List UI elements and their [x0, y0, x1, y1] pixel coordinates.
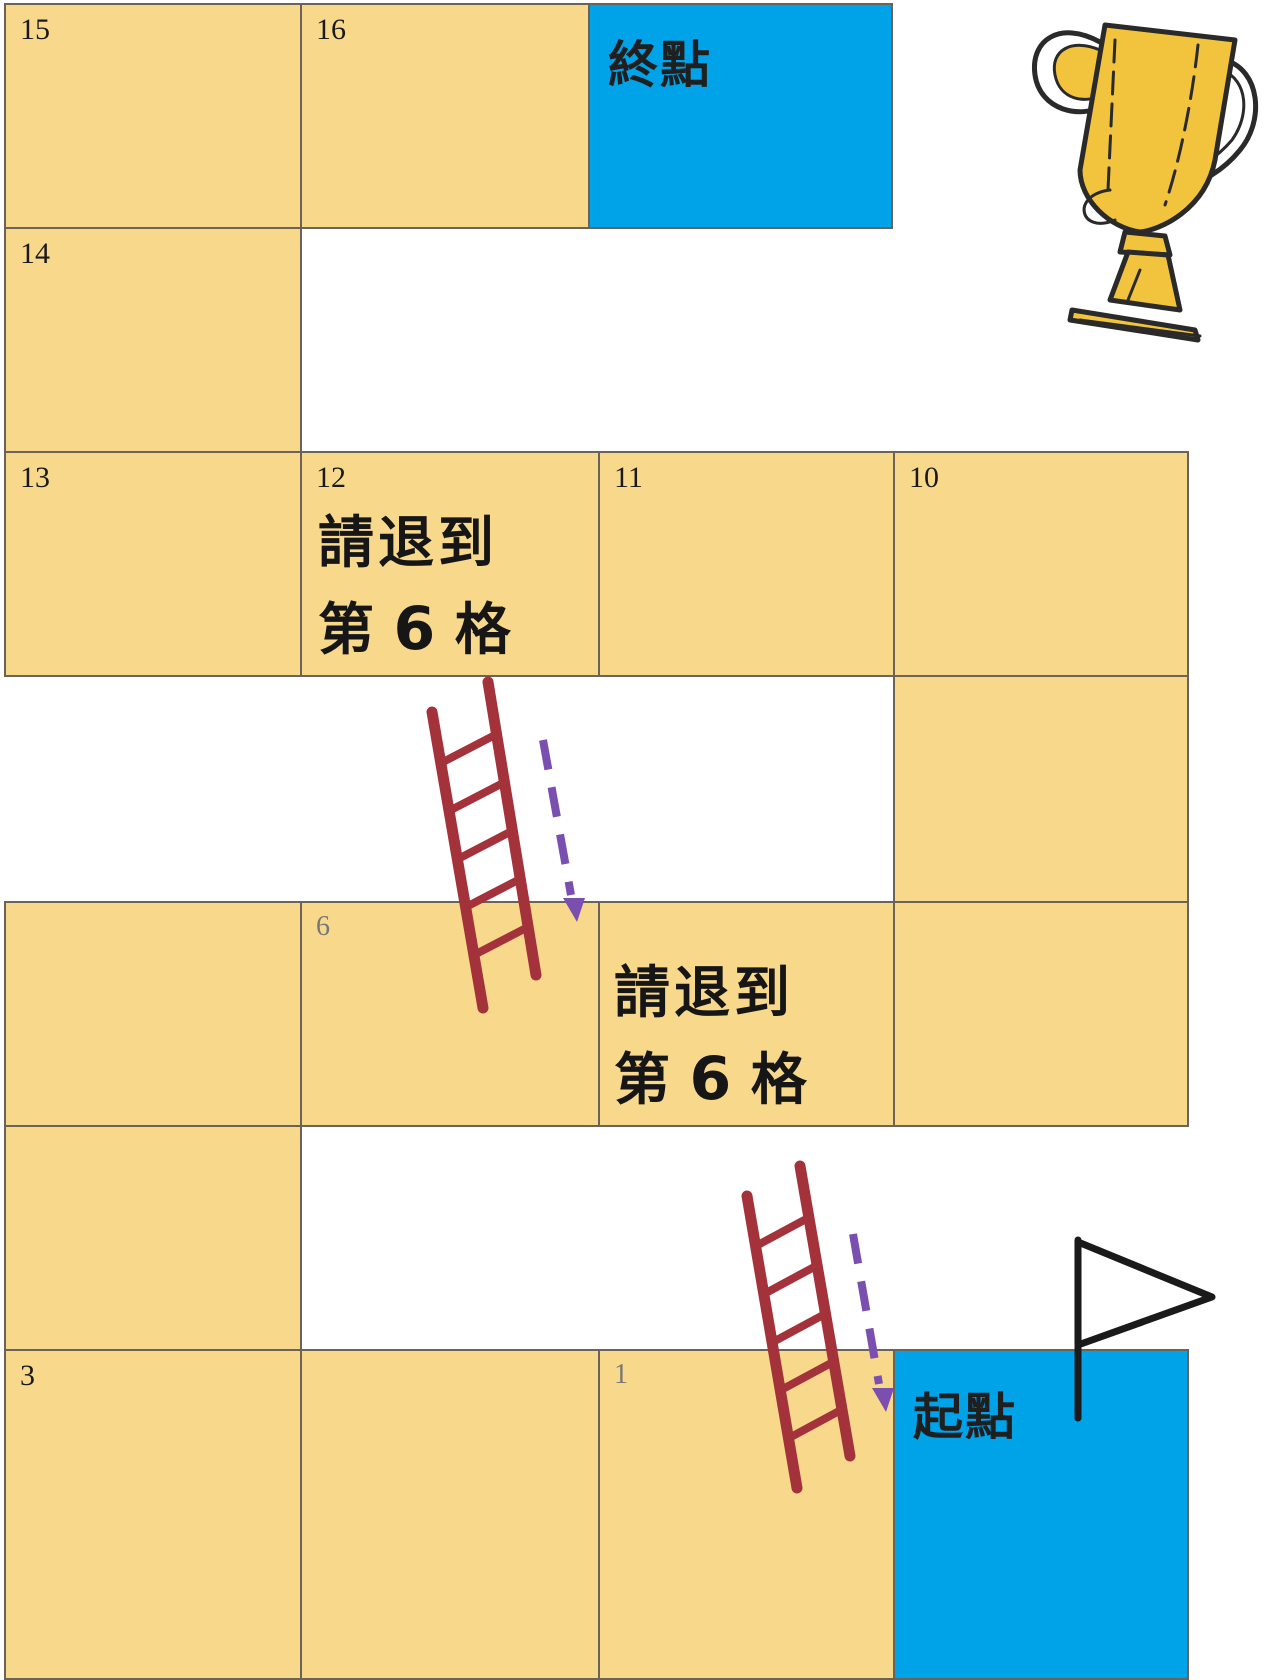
- finish-square: 終點: [588, 3, 893, 229]
- penalty-target-number: 6: [689, 1044, 732, 1114]
- penalty-prefix: 第: [318, 597, 374, 663]
- finish-label: 終點: [608, 35, 712, 94]
- square-16: 16: [300, 3, 590, 229]
- square-11: 11: [598, 451, 895, 677]
- square-number: 1: [614, 1359, 628, 1390]
- square-8: [893, 901, 1189, 1127]
- ladder-icon: [741, 1160, 856, 1494]
- penalty-text: 請退到: [614, 960, 794, 1026]
- square-number: 14: [20, 237, 50, 270]
- trophy-icon: [1031, 22, 1259, 343]
- square-10: 10: [893, 451, 1189, 677]
- penalty-text: 請退到: [318, 510, 498, 576]
- ladder-icon: [426, 676, 542, 1014]
- square-number: 6: [316, 911, 330, 942]
- penalty-suffix: 格: [750, 1047, 807, 1113]
- dashed-arrow-down-icon: [539, 739, 585, 922]
- penalty-instruction-square-12: 請退到 第 6 格: [318, 515, 511, 659]
- square-7: [598, 901, 895, 1127]
- flag-icon: [1074, 1236, 1216, 1422]
- square-3: 3: [4, 1349, 302, 1680]
- square-number: 11: [614, 461, 643, 494]
- square-14: 14: [4, 227, 302, 453]
- penalty-suffix: 格: [454, 597, 511, 663]
- square-number: 12: [316, 461, 346, 494]
- square-4: [4, 1125, 302, 1351]
- square-5: [4, 901, 302, 1127]
- square-number: 10: [909, 461, 939, 494]
- square-2: [300, 1349, 600, 1680]
- penalty-target-number: 6: [393, 594, 436, 664]
- start-label: 起點: [913, 1387, 1017, 1446]
- square-12: 12: [300, 451, 600, 677]
- dashed-arrow-down-icon: [849, 1233, 894, 1412]
- square-number: 15: [20, 13, 50, 46]
- square-13: 13: [4, 451, 302, 677]
- square-number: 3: [20, 1359, 35, 1392]
- square-number: 16: [316, 13, 346, 46]
- penalty-prefix: 第: [614, 1047, 670, 1113]
- square-9: [893, 675, 1189, 903]
- square-6: 6: [300, 901, 600, 1127]
- penalty-instruction-square-7: 請退到 第 6 格: [614, 965, 807, 1109]
- start-square: 起點: [893, 1349, 1189, 1680]
- square-number: 13: [20, 461, 50, 494]
- square-15: 15: [4, 3, 302, 229]
- penalty-target: 第 6 格: [318, 599, 511, 659]
- penalty-target: 第 6 格: [614, 1049, 807, 1109]
